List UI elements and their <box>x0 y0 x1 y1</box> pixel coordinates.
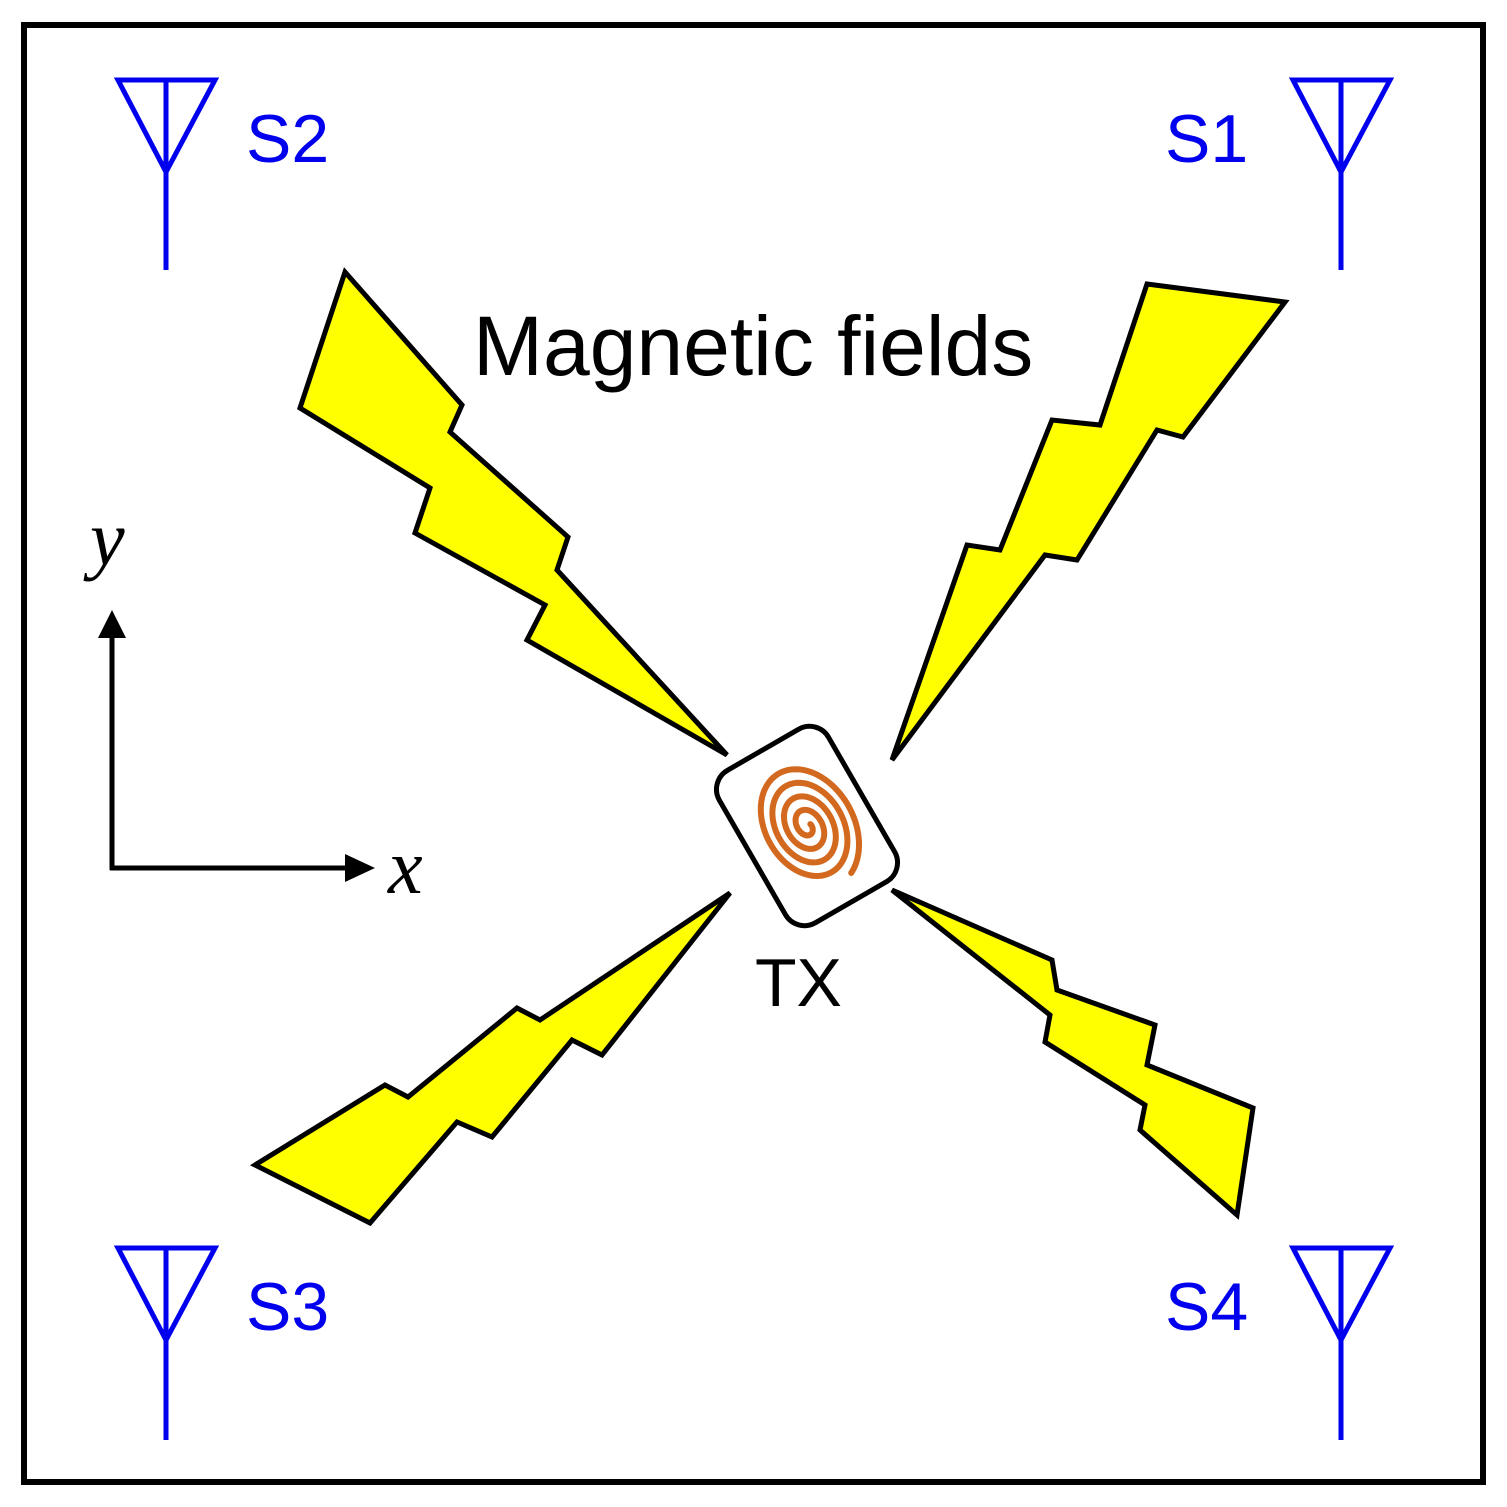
sensor-antenna-s4-icon <box>1288 1245 1395 1440</box>
field-bolt-upper-left <box>297 267 729 758</box>
transmitter-label: TX <box>755 945 842 1021</box>
sensor-label-s4: S4 <box>1165 1269 1248 1345</box>
sensor-label-s2: S2 <box>246 101 329 177</box>
coordinate-axes: y x <box>83 495 423 910</box>
transmitter-body <box>713 723 901 929</box>
sensor-antenna-s1-icon <box>1288 77 1395 270</box>
sensor-label-s3: S3 <box>246 1269 329 1345</box>
sensor-label-s1: S1 <box>1165 101 1248 177</box>
x-axis-label: x <box>387 823 423 910</box>
y-axis-arrow-icon <box>98 610 126 638</box>
transmitter-tag <box>713 723 901 929</box>
y-axis-label: y <box>83 495 125 582</box>
coil-spiral-icon <box>757 766 863 880</box>
x-axis-arrow-icon <box>345 854 375 882</box>
sensor-antenna-s3-icon <box>113 1245 220 1440</box>
field-bolt-upper-right <box>889 281 1290 762</box>
sensor-antenna-s2-icon <box>113 77 220 270</box>
field-bolt-lower-left <box>249 890 732 1227</box>
diagram-title: Magnetic fields <box>473 299 1033 393</box>
field-bolt-lower-right <box>890 887 1256 1220</box>
diagram-frame <box>21 22 1486 1485</box>
